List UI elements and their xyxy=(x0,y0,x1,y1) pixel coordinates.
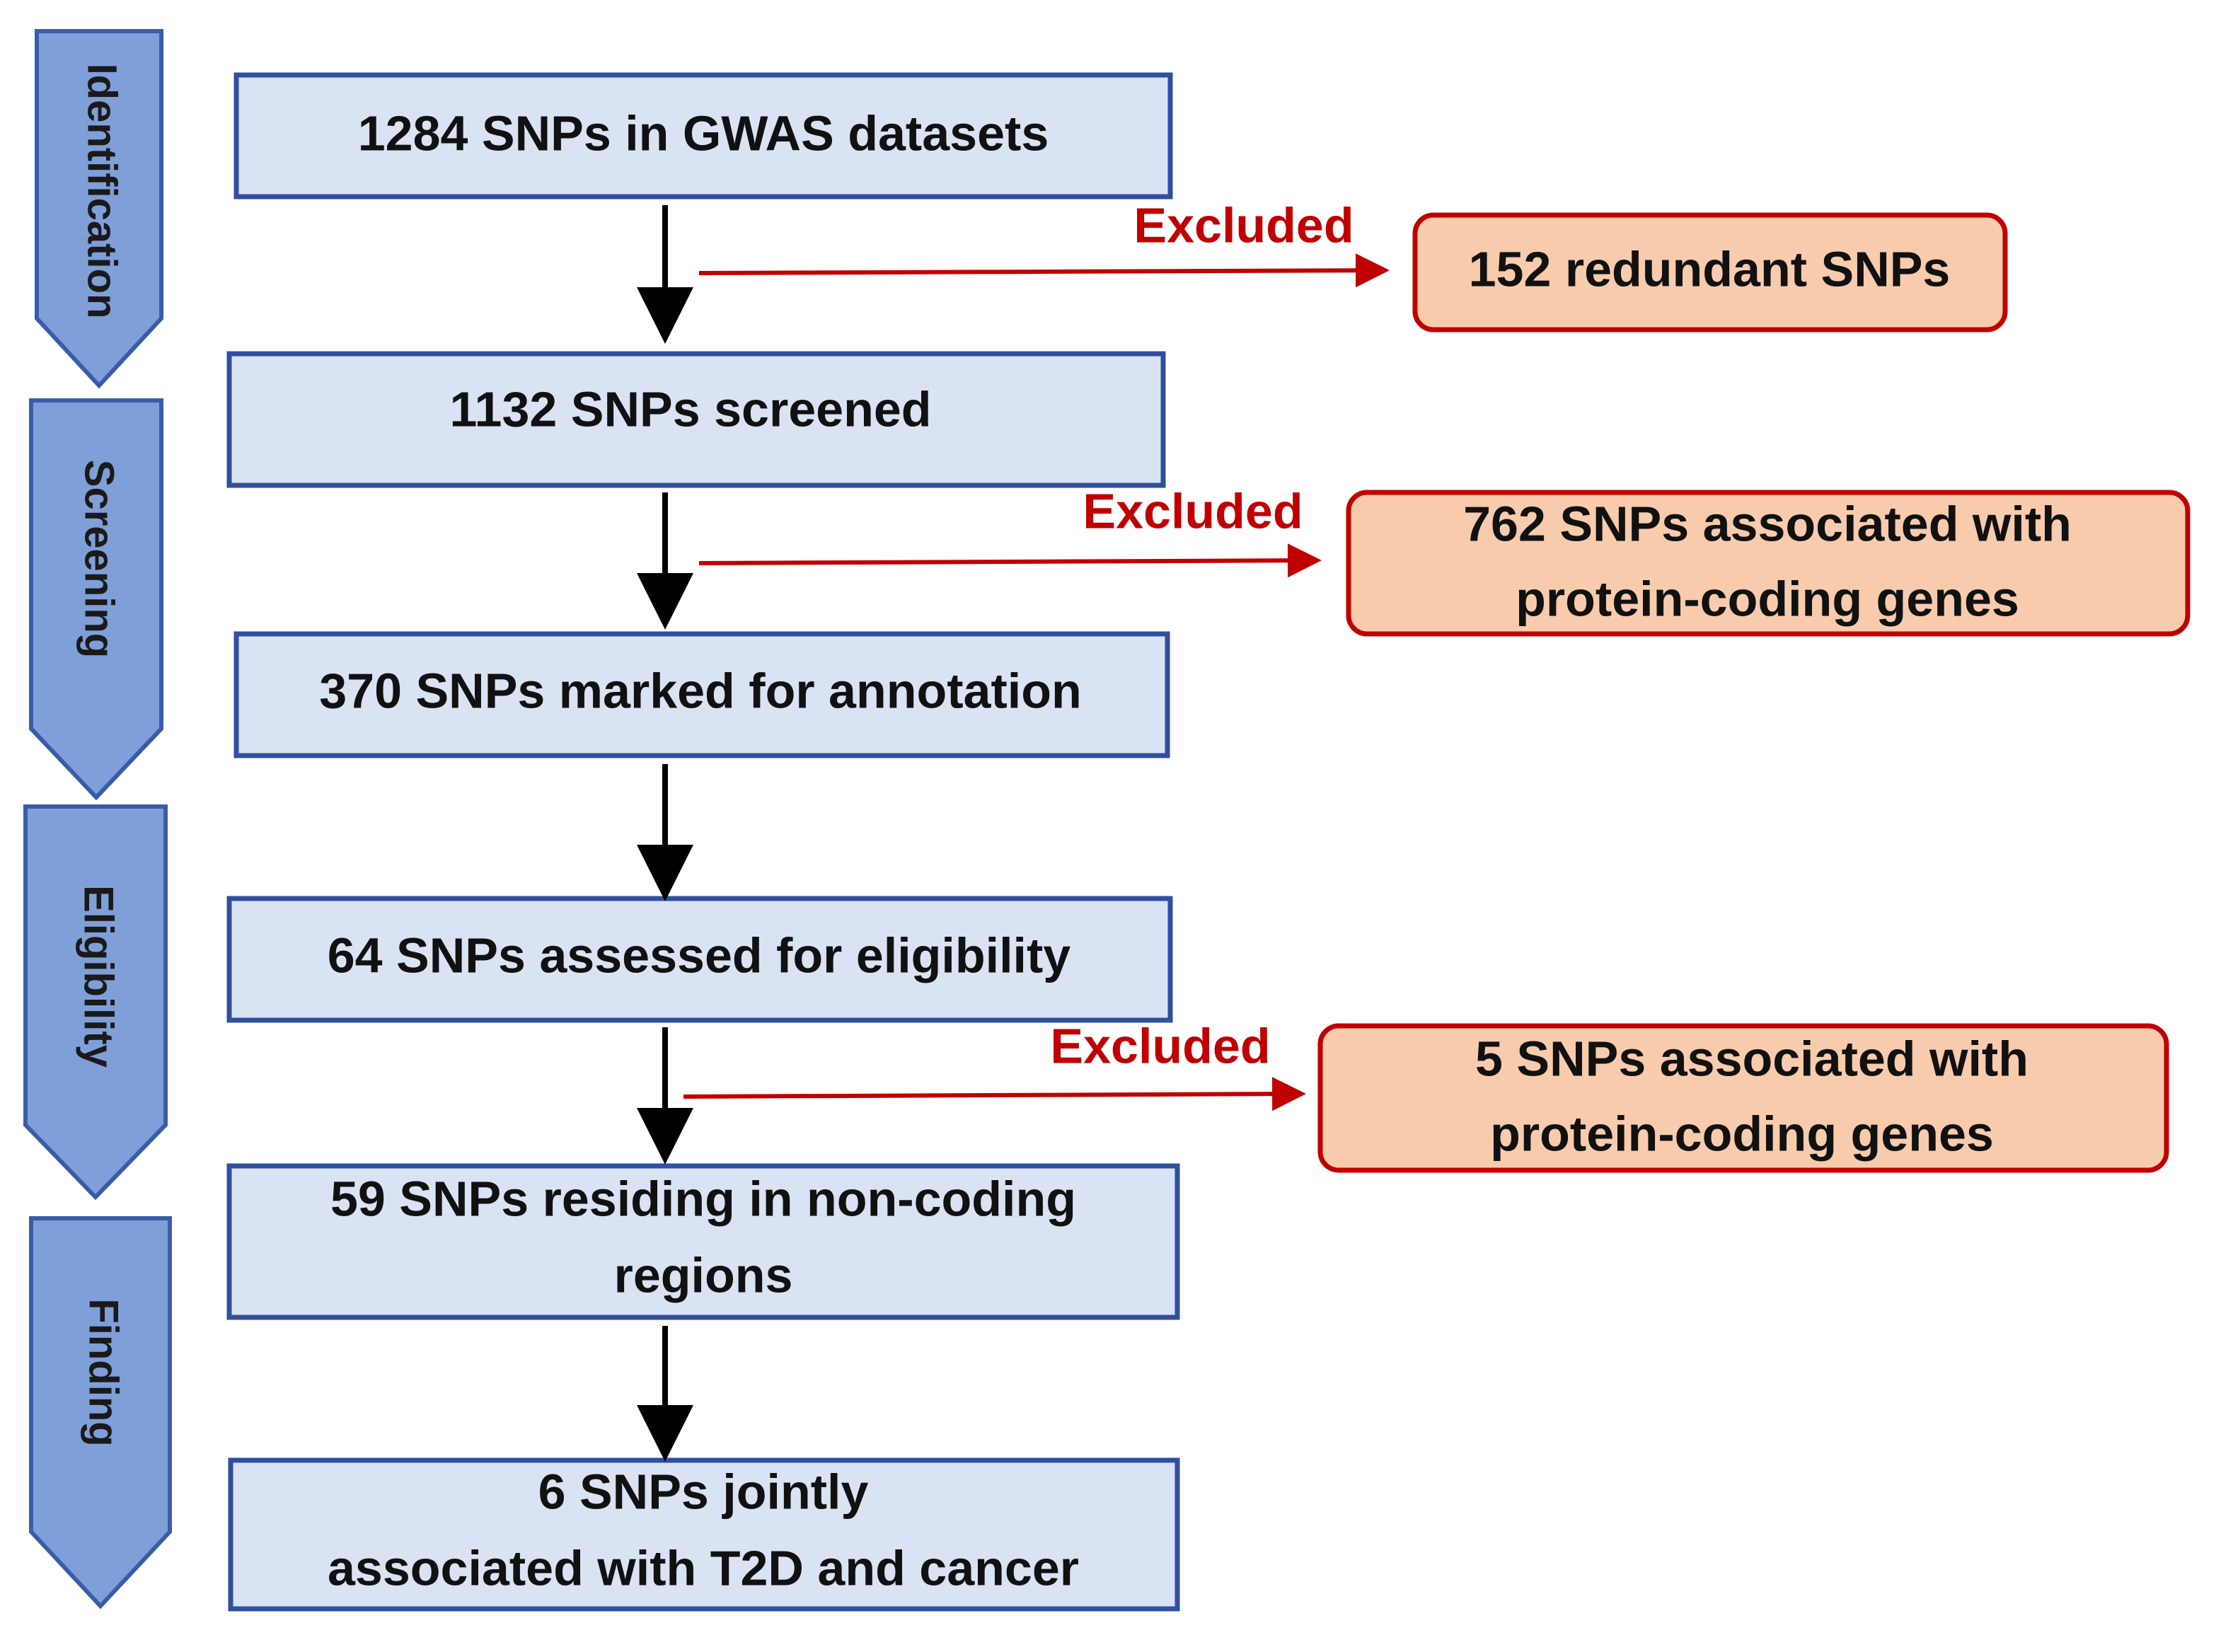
exclusion-box xyxy=(1346,490,2191,637)
exclusion-protein-coding-2: Excluded 5 SNPs associated with protein-… xyxy=(683,1018,2169,1173)
main-box-noncoding: 59 SNPs residing in non-coding regions xyxy=(226,1163,1180,1320)
stage-label: Eligibility xyxy=(76,885,122,1068)
box-text-line: 6 SNPs jointly xyxy=(538,1464,869,1519)
exclusion-text-line: 152 redundant SNPs xyxy=(1469,241,1951,296)
stage-chevron-shape xyxy=(23,804,168,1201)
stage-label: Screening xyxy=(76,460,122,658)
main-box-eligibility: 64 SNPs assessed for eligibility xyxy=(226,896,1173,1023)
exclusion-text-line: protein-coding genes xyxy=(1516,571,2019,626)
exclusion-arrow xyxy=(683,1077,1306,1111)
excluded-label: Excluded xyxy=(1050,1018,1270,1073)
exclusion-arrow xyxy=(698,253,1390,288)
stage-finding: Finding xyxy=(29,1216,172,1610)
exclusion-text-line: 5 SNPs associated with xyxy=(1475,1031,2029,1086)
box-text-line: regions xyxy=(614,1247,793,1302)
exclusion-box xyxy=(1412,212,2008,333)
stage-chevron-shape xyxy=(29,398,163,801)
exclusion-text-line: protein-coding genes xyxy=(1490,1106,1994,1161)
exclusion-protein-coding-1: Excluded 762 SNPs associated with protei… xyxy=(698,483,2191,637)
stage-identification: Identification xyxy=(35,29,163,389)
stage-chevron-shape xyxy=(29,1216,172,1610)
box-text-line: associated with T2D and cancer xyxy=(328,1540,1079,1595)
box-text-line: 1284 SNPs in GWAS datasets xyxy=(358,105,1049,161)
stage-eligibility: Eligibility xyxy=(23,804,168,1201)
exclusion-box xyxy=(1317,1023,2169,1173)
box-text-line: 64 SNPs assessed for eligibility xyxy=(328,928,1071,983)
main-box-annotation: 370 SNPs marked for annotation xyxy=(233,631,1170,758)
main-box-gwas: 1284 SNPs in GWAS datasets xyxy=(233,72,1173,200)
box-text-line: 59 SNPs residing in non-coding xyxy=(330,1171,1076,1226)
exclusion-arrow xyxy=(698,543,1322,578)
box-text-line: 370 SNPs marked for annotation xyxy=(319,663,1082,718)
stage-label: Identification xyxy=(79,64,125,319)
stage-chevron-shape xyxy=(35,29,163,389)
main-box-final: 6 SNPs jointly associated with T2D and c… xyxy=(228,1457,1180,1612)
exclusion-text-line: 762 SNPs associated with xyxy=(1463,496,2072,551)
box-text-line: 1132 SNPs screened xyxy=(449,381,931,437)
stage-screening: Screening xyxy=(29,398,163,801)
excluded-label: Excluded xyxy=(1133,197,1354,253)
stage-label: Finding xyxy=(81,1298,127,1446)
main-box-screened: 1132 SNPs screened xyxy=(226,351,1166,488)
excluded-label: Excluded xyxy=(1083,483,1303,538)
exclusion-redundant: Excluded 152 redundant SNPs xyxy=(698,197,2008,333)
